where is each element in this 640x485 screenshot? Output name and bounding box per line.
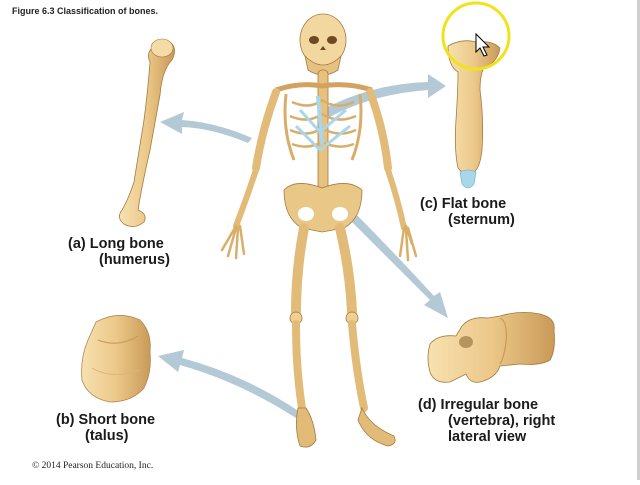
label-flat-bone: (c) Flat bone (sternum) bbox=[420, 196, 515, 228]
full-skeleton bbox=[220, 13, 418, 448]
window-edge bbox=[637, 0, 640, 480]
vertebra-bone bbox=[427, 312, 555, 383]
label-long-bone-line2: (humerus) bbox=[99, 252, 170, 268]
label-flat-bone-line1: (c) Flat bone bbox=[420, 196, 507, 212]
label-short-bone-line1: (b) Short bone bbox=[56, 412, 156, 428]
arrow-to-vertebra bbox=[330, 194, 448, 318]
cursor-highlight-ring bbox=[441, 1, 511, 71]
label-irregular-bone: (d) Irregular bone (vertebra), right lat… bbox=[418, 397, 555, 445]
label-long-bone: (a) Long bone (humerus) bbox=[68, 236, 170, 268]
talus-bone bbox=[81, 315, 151, 403]
label-long-bone-line1: (a) Long bone bbox=[68, 236, 164, 252]
label-short-bone: (b) Short bone (talus) bbox=[56, 412, 155, 444]
mouse-cursor-icon bbox=[475, 32, 491, 57]
humerus-bone bbox=[119, 38, 175, 227]
label-irregular-bone-line3: lateral view bbox=[448, 429, 527, 445]
sternum-bone bbox=[447, 40, 501, 189]
label-irregular-bone-line1: (d) Irregular bone bbox=[418, 397, 539, 413]
arrow-to-sternum bbox=[322, 74, 446, 118]
arrow-to-talus bbox=[158, 350, 300, 418]
label-irregular-bone-line2: (vertebra), right bbox=[448, 413, 556, 429]
label-short-bone-line2: (talus) bbox=[85, 428, 129, 444]
arrow-to-humerus bbox=[160, 112, 252, 143]
copyright-notice: © 2014 Pearson Education, Inc. bbox=[32, 461, 154, 471]
figure-title: Figure 6.3 Classification of bones. bbox=[12, 6, 159, 16]
label-flat-bone-line2: (sternum) bbox=[448, 212, 515, 228]
